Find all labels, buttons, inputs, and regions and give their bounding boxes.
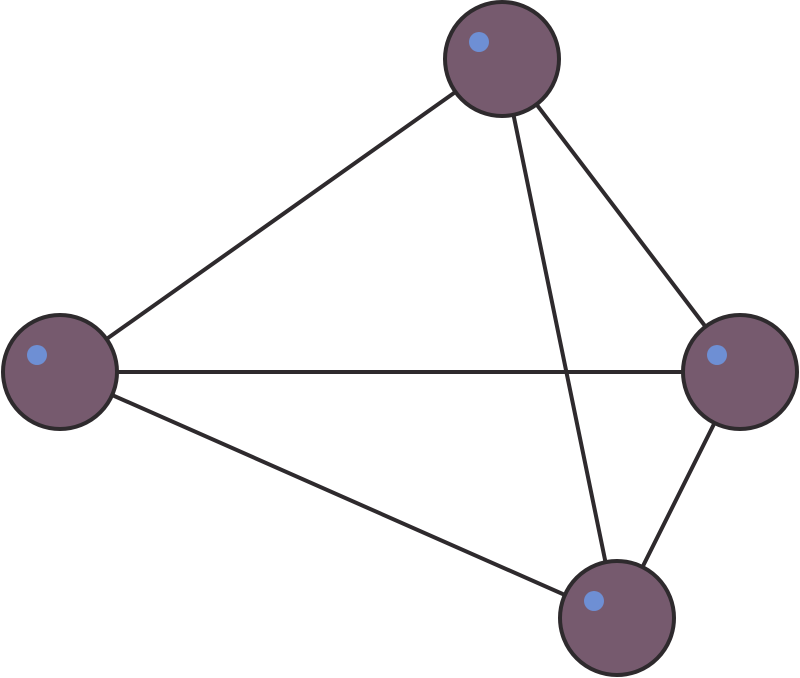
node-right-highlight [707,345,727,365]
node-left-highlight [27,345,47,365]
node-top-highlight [469,32,489,52]
node-bottom [558,559,676,677]
node-bottom-circle [558,559,676,677]
node-right-circle [681,313,799,431]
edge-left-top [58,57,504,374]
node-top [443,0,561,118]
node-left [1,313,119,431]
node-top-circle [443,0,561,118]
edge-top-right [500,57,742,374]
edge-top-bottom [500,57,619,620]
node-left-circle [1,313,119,431]
edge-left-bottom [58,370,619,620]
node-bottom-highlight [584,591,604,611]
node-right [681,313,799,431]
